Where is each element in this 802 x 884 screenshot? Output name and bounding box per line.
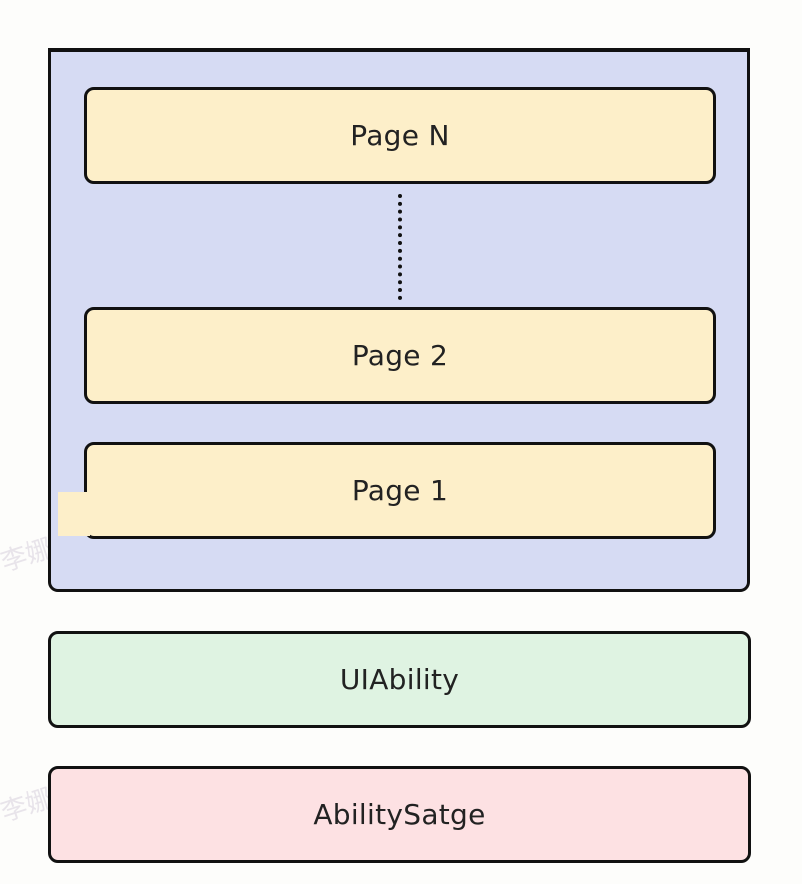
page-1-box: Page 1 [84,442,716,539]
page-2-label: Page 2 [351,339,449,372]
ellipsis-connector [398,194,402,300]
page-n-label: Page N [350,119,450,152]
page-2-box: Page 2 [84,307,716,404]
page-1-fill-extension [58,492,90,536]
uiability-box: UIAbility [48,631,751,728]
page-1-label: Page 1 [351,474,449,507]
abilitystage-box: AbilitySatge [48,766,751,863]
page-n-box: Page N [84,87,716,184]
abilitystage-label: AbilitySatge [313,798,486,831]
uiability-label: UIAbility [339,663,460,696]
